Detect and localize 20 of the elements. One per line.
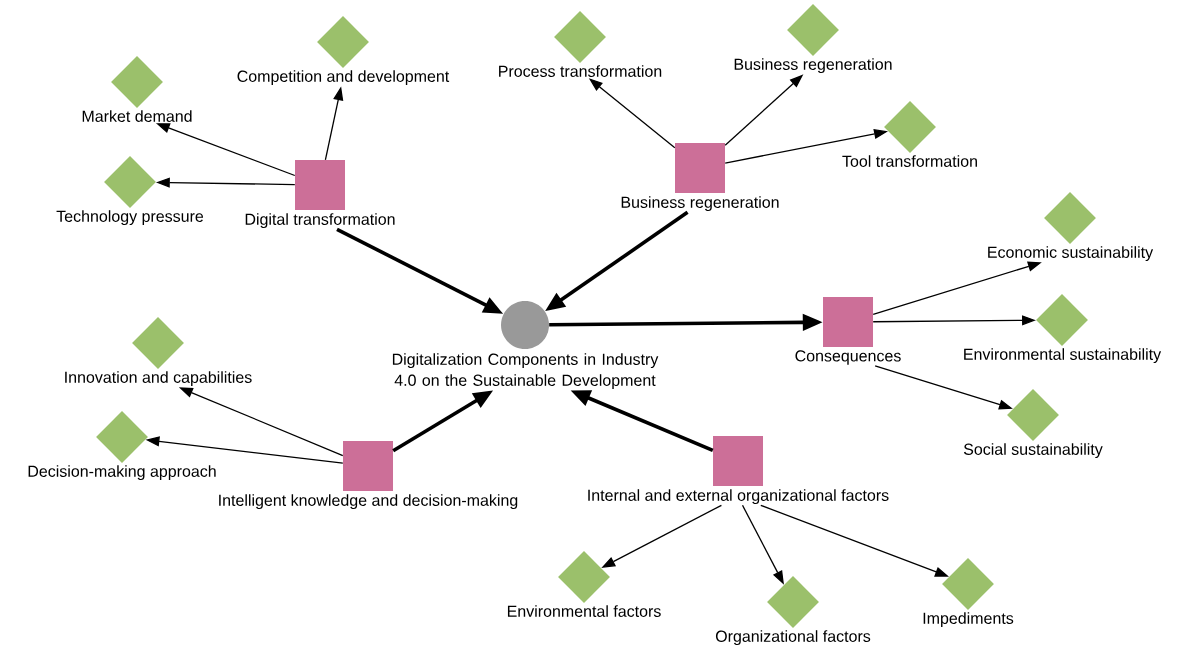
node-label: Business regeneration [734, 58, 892, 74]
node-label: Business regeneration [621, 196, 779, 212]
node-label: Social sustainability [963, 443, 1103, 459]
node-label: Environmental factors [507, 605, 661, 617]
node-label: Digitalization Components in Industry 4.0 on the Sustainable Development [392, 353, 659, 390]
node-label: Innovation and capabilities [65, 371, 252, 387]
node-label: Environmental sustainability [964, 348, 1162, 364]
node-label: Impediments [923, 612, 1014, 628]
node-label: Internal and external organizational factors [588, 489, 889, 505]
node-label: Decision-making approach [28, 465, 216, 481]
node-label: Organizational factors [715, 630, 871, 646]
node-label: Process transformation [499, 65, 662, 77]
node-label: Consequences [795, 350, 901, 365]
node-label: Competition and development [237, 70, 450, 86]
node-label: Economic sustainability [988, 246, 1154, 262]
node-label: Technology pressure [56, 210, 204, 226]
node-label: Tool transformation [842, 155, 977, 167]
node-label: Intelligent knowledge and decision-making [219, 494, 518, 510]
node-label: Market demand [82, 110, 192, 122]
node-label: Digital transformation [245, 213, 395, 229]
